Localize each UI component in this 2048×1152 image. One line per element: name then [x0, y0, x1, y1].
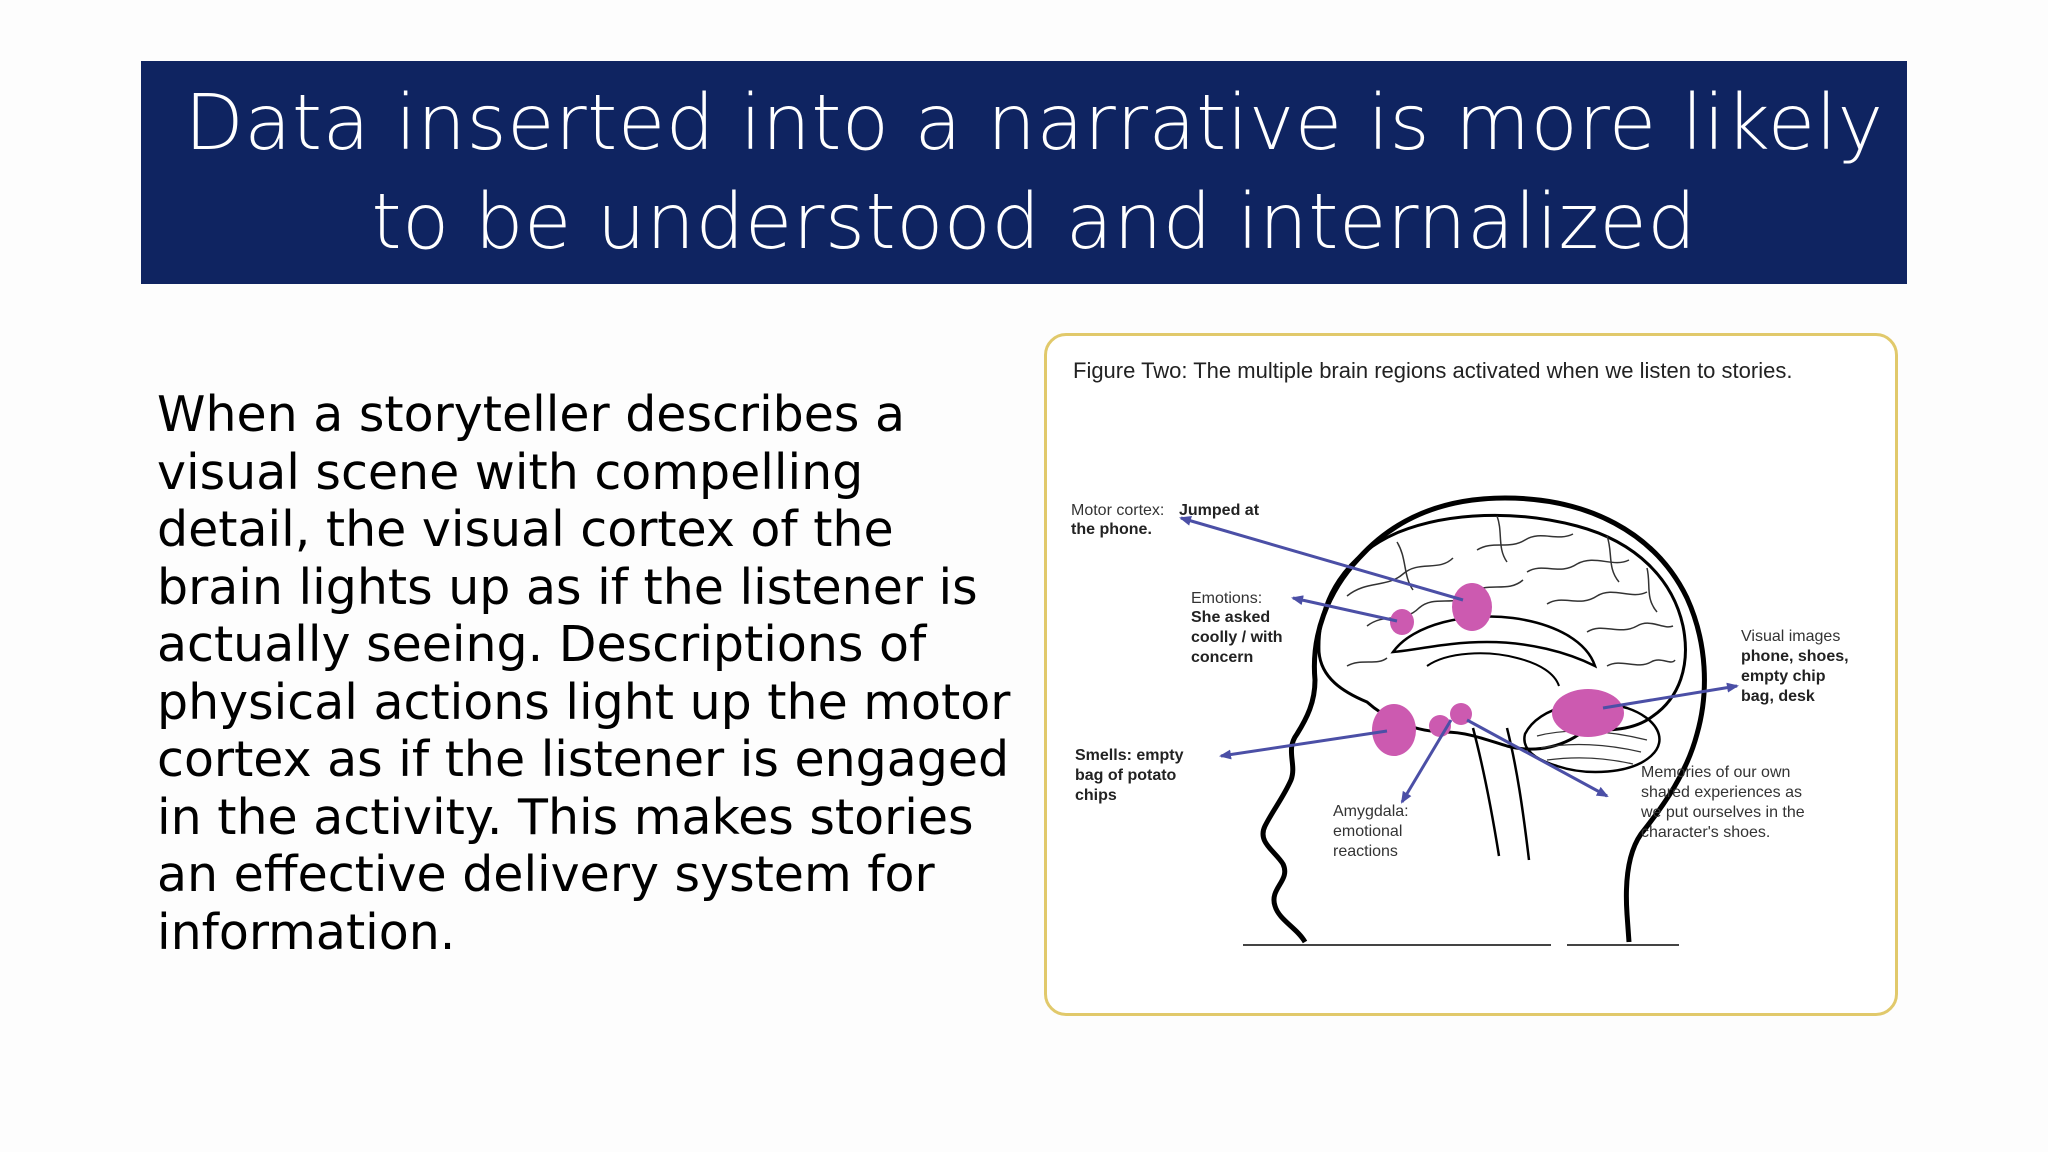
figure-frame: Figure Two: The multiple brain regions a… — [1044, 333, 1898, 1016]
activated-regions — [1372, 583, 1624, 756]
label-memories: Memories of our own shared experiences a… — [1640, 764, 1805, 841]
label-motor-1: Motor cortex: — [1071, 502, 1164, 519]
corpus-callosum — [1390, 615, 1598, 669]
label-smells: Smells: empty bag of potato chips — [1075, 747, 1184, 804]
label-motor: Motor cortex: Jumped at the phone. — [1071, 502, 1260, 538]
region-amygdala-b — [1450, 703, 1472, 725]
region-motor — [1452, 583, 1492, 631]
label-amygdala: Amygdala: emotional reactions — [1333, 803, 1409, 860]
brainstem — [1471, 727, 1531, 861]
arrows — [1179, 515, 1739, 804]
label-amygdala-3: reactions — [1333, 843, 1398, 860]
label-visual-4: bag, desk — [1741, 688, 1815, 705]
label-emotions-1: Emotions: — [1191, 590, 1262, 607]
region-smell — [1372, 704, 1416, 756]
label-visual-1: Visual images — [1741, 628, 1840, 645]
label-smells-3: chips — [1075, 787, 1117, 804]
label-emotions-3: coolly / with — [1191, 629, 1283, 646]
arrow-amygdala — [1400, 719, 1453, 804]
arrow-visual — [1602, 682, 1739, 710]
body-paragraph: When a storyteller describes a visual sc… — [157, 386, 1011, 961]
label-memories-2: shared experiences as — [1641, 784, 1802, 801]
brain-outline — [1317, 513, 1687, 751]
label-smells-1: Smells: empty — [1075, 747, 1184, 764]
arrow-motor — [1179, 515, 1464, 602]
arrow-emotions — [1291, 595, 1398, 623]
label-visual: Visual images phone, shoes, empty chip b… — [1741, 628, 1849, 705]
region-visual — [1552, 689, 1624, 737]
label-memories-3: we put ourselves in the — [1640, 804, 1805, 821]
label-amygdala-1: Amygdala: — [1333, 803, 1409, 820]
region-emotions — [1390, 609, 1414, 635]
title-bar: Data inserted into a narrative is more l… — [141, 61, 1907, 284]
label-memories-4: character's shoes. — [1641, 824, 1770, 841]
arrow-memories — [1466, 718, 1609, 798]
label-motor-3: the phone. — [1071, 521, 1152, 538]
label-emotions: Emotions: She asked coolly / with concer… — [1191, 590, 1283, 666]
arrow-smells — [1219, 729, 1388, 760]
figure-caption: Figure Two: The multiple brain regions a… — [1073, 358, 1793, 383]
label-visual-2: phone, shoes, — [1741, 648, 1849, 665]
brain-diagram: Motor cortex: Jumped at the phone. Emoti… — [1071, 495, 1849, 946]
slide-title: Data inserted into a narrative is more l… — [184, 78, 1884, 267]
label-visual-3: empty chip — [1741, 668, 1826, 685]
label-smells-2: bag of potato — [1075, 767, 1177, 784]
label-emotions-2: She asked — [1191, 609, 1270, 626]
label-amygdala-2: emotional — [1333, 823, 1402, 840]
label-motor-2: Jumped at — [1179, 502, 1260, 519]
inner-ventricle — [1426, 652, 1560, 687]
label-memories-1: Memories of our own — [1641, 764, 1790, 781]
head-outline — [1260, 495, 1707, 944]
label-emotions-4: concern — [1191, 649, 1253, 666]
